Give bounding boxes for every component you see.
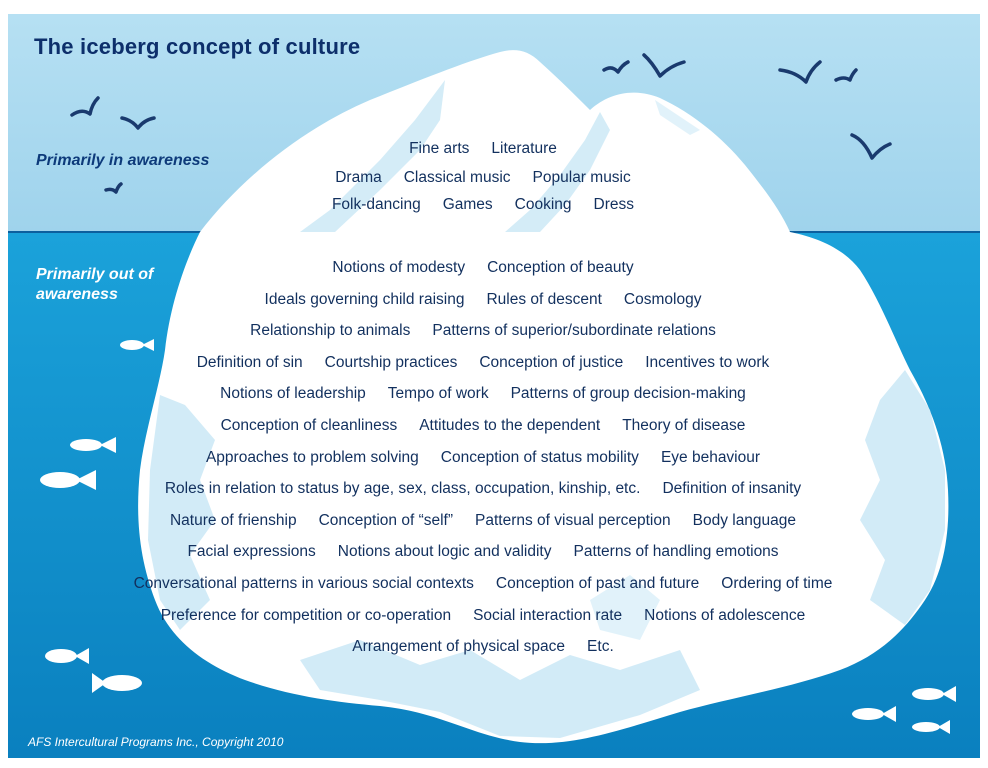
iceberg-base-shade-left bbox=[148, 395, 215, 630]
bird-icon bbox=[642, 53, 686, 78]
label-out-of-awareness-line1: Primarily out of bbox=[36, 266, 154, 283]
iceberg-base bbox=[138, 232, 949, 744]
culture-element: Ordering of time bbox=[721, 575, 833, 592]
fish-icon bbox=[45, 648, 89, 664]
culture-element: Conception of justice bbox=[479, 354, 624, 371]
culture-element: Conversational patterns in various socia… bbox=[133, 575, 474, 592]
above_water-row: Drama Classical music Popular music bbox=[0, 168, 988, 188]
fish-icon bbox=[912, 720, 950, 734]
label-out-of-awareness: Primarily out of awareness bbox=[36, 265, 153, 305]
bird-icon bbox=[70, 96, 100, 117]
fish-icon bbox=[852, 706, 896, 722]
culture-element: Theory of disease bbox=[622, 417, 746, 434]
fish-icon bbox=[40, 470, 96, 490]
culture-element: Social interaction rate bbox=[473, 607, 623, 624]
below_water-row: Relationship to animals Patterns of super… bbox=[0, 321, 988, 341]
culture-element: Notions of adolescence bbox=[644, 607, 806, 624]
culture-element: Approaches to problem solving bbox=[205, 449, 419, 466]
culture-element: Patterns of group decision-making bbox=[510, 385, 746, 402]
culture-element: Attitudes to the dependent bbox=[419, 417, 601, 434]
below_water-row: Definition of sin Courtship practices Conc… bbox=[0, 353, 988, 373]
culture-element: Folk-dancing bbox=[331, 196, 421, 213]
iceberg-base-shade-right bbox=[860, 370, 945, 625]
culture-element: Cooking bbox=[514, 196, 572, 213]
culture-element: Patterns of visual perception bbox=[475, 512, 671, 529]
fish-icon bbox=[912, 686, 956, 702]
iceberg-base-shade-bottom bbox=[300, 640, 700, 738]
culture-element: Definition of insanity bbox=[662, 480, 802, 497]
culture-element: Conception of “self” bbox=[318, 512, 454, 529]
culture-element: Drama bbox=[335, 169, 382, 186]
below_water-row: Conception of cleanliness Attitudes to th… bbox=[0, 416, 988, 436]
below_water-row: Roles in relation to status by age, sex,… bbox=[0, 479, 988, 499]
below_water-row: Ideals governing child raising Rules of d… bbox=[0, 290, 988, 310]
label-in-awareness: Primarily in awareness bbox=[36, 152, 210, 169]
birds bbox=[70, 53, 892, 194]
culture-element: Notions of modesty bbox=[332, 259, 466, 276]
culture-element: Rules of descent bbox=[486, 291, 602, 308]
below_water-row: Facial expressions Notions about logic an… bbox=[0, 542, 988, 562]
iceberg-tip-shade-mid bbox=[505, 112, 610, 232]
culture-element: Cosmology bbox=[623, 291, 702, 308]
culture-element: Classical music bbox=[403, 169, 511, 186]
iceberg-tip-shade-right bbox=[655, 100, 700, 135]
culture-element: Patterns of superior/subordinate relatio… bbox=[432, 322, 716, 339]
culture-element: Relationship to animals bbox=[250, 322, 411, 339]
culture-element: Games bbox=[442, 196, 493, 213]
above_water-row: Fine arts Literature bbox=[0, 139, 988, 159]
culture-element: Eye behaviour bbox=[660, 449, 761, 466]
below_water-row: Arrangement of physical space Etc. bbox=[0, 637, 988, 657]
culture-element: Conception of status mobility bbox=[440, 449, 639, 466]
culture-element: Fine arts bbox=[409, 140, 470, 157]
bird-icon bbox=[104, 182, 123, 194]
culture-element: Nature of frienship bbox=[169, 512, 297, 529]
culture-element: Ideals governing child raising bbox=[264, 291, 465, 308]
culture-element: Body language bbox=[692, 512, 797, 529]
below_water-row: Nature of frienship Conception of “self” P… bbox=[0, 511, 988, 531]
culture-element: Incentives to work bbox=[645, 354, 770, 371]
culture-element: Conception of past and future bbox=[495, 575, 700, 592]
culture-element: Preference for competition or co-operati… bbox=[160, 607, 452, 624]
below_water-row: Notions of leadership Tempo of work Patter… bbox=[0, 384, 988, 404]
iceberg-base-shade-center bbox=[590, 575, 660, 640]
bird-icon bbox=[850, 133, 892, 160]
culture-element: Arrangement of physical space bbox=[352, 638, 566, 655]
diagram-title: The iceberg concept of culture bbox=[34, 34, 361, 59]
culture-element: Patterns of handling emotions bbox=[573, 543, 779, 560]
culture-element: Conception of beauty bbox=[487, 259, 634, 276]
copyright-credit: AFS Intercultural Programs Inc., Copyrig… bbox=[28, 735, 284, 749]
bird-icon bbox=[602, 60, 630, 74]
culture-element: Popular music bbox=[532, 169, 631, 186]
bird-icon bbox=[120, 116, 156, 130]
culture-element: Conception of cleanliness bbox=[220, 417, 398, 434]
label-out-of-awareness-line2: awareness bbox=[36, 286, 118, 303]
culture-element: Etc. bbox=[587, 638, 614, 655]
fish-icon bbox=[70, 437, 116, 453]
below_water-row: Approaches to problem solving Conception … bbox=[0, 448, 988, 468]
culture-element: Notions about logic and validity bbox=[337, 543, 552, 560]
bird-icon bbox=[778, 60, 822, 84]
culture-element: Roles in relation to status by age, sex,… bbox=[164, 480, 641, 497]
iceberg-tip bbox=[200, 50, 790, 232]
culture-element: Dress bbox=[593, 196, 635, 213]
below_water-row: Notions of modesty Conception of beauty bbox=[0, 258, 988, 278]
culture-element: Facial expressions bbox=[187, 543, 316, 560]
culture-element: Definition of sin bbox=[196, 354, 303, 371]
above_water-row: Folk-dancing Games Cooking Dress bbox=[0, 195, 988, 215]
culture-element: Literature bbox=[491, 140, 557, 157]
bird-icon bbox=[834, 68, 858, 82]
culture-element: Notions of leadership bbox=[220, 385, 366, 402]
below_water-row: Preference for competition or co-operati… bbox=[0, 606, 988, 626]
fish-group bbox=[40, 339, 956, 734]
fish-icon bbox=[92, 673, 142, 693]
fish-icon bbox=[120, 339, 154, 351]
culture-element: Courtship practices bbox=[324, 354, 458, 371]
below_water-row: Conversational patterns in various socia… bbox=[0, 574, 988, 594]
culture-element: Tempo of work bbox=[387, 385, 489, 402]
